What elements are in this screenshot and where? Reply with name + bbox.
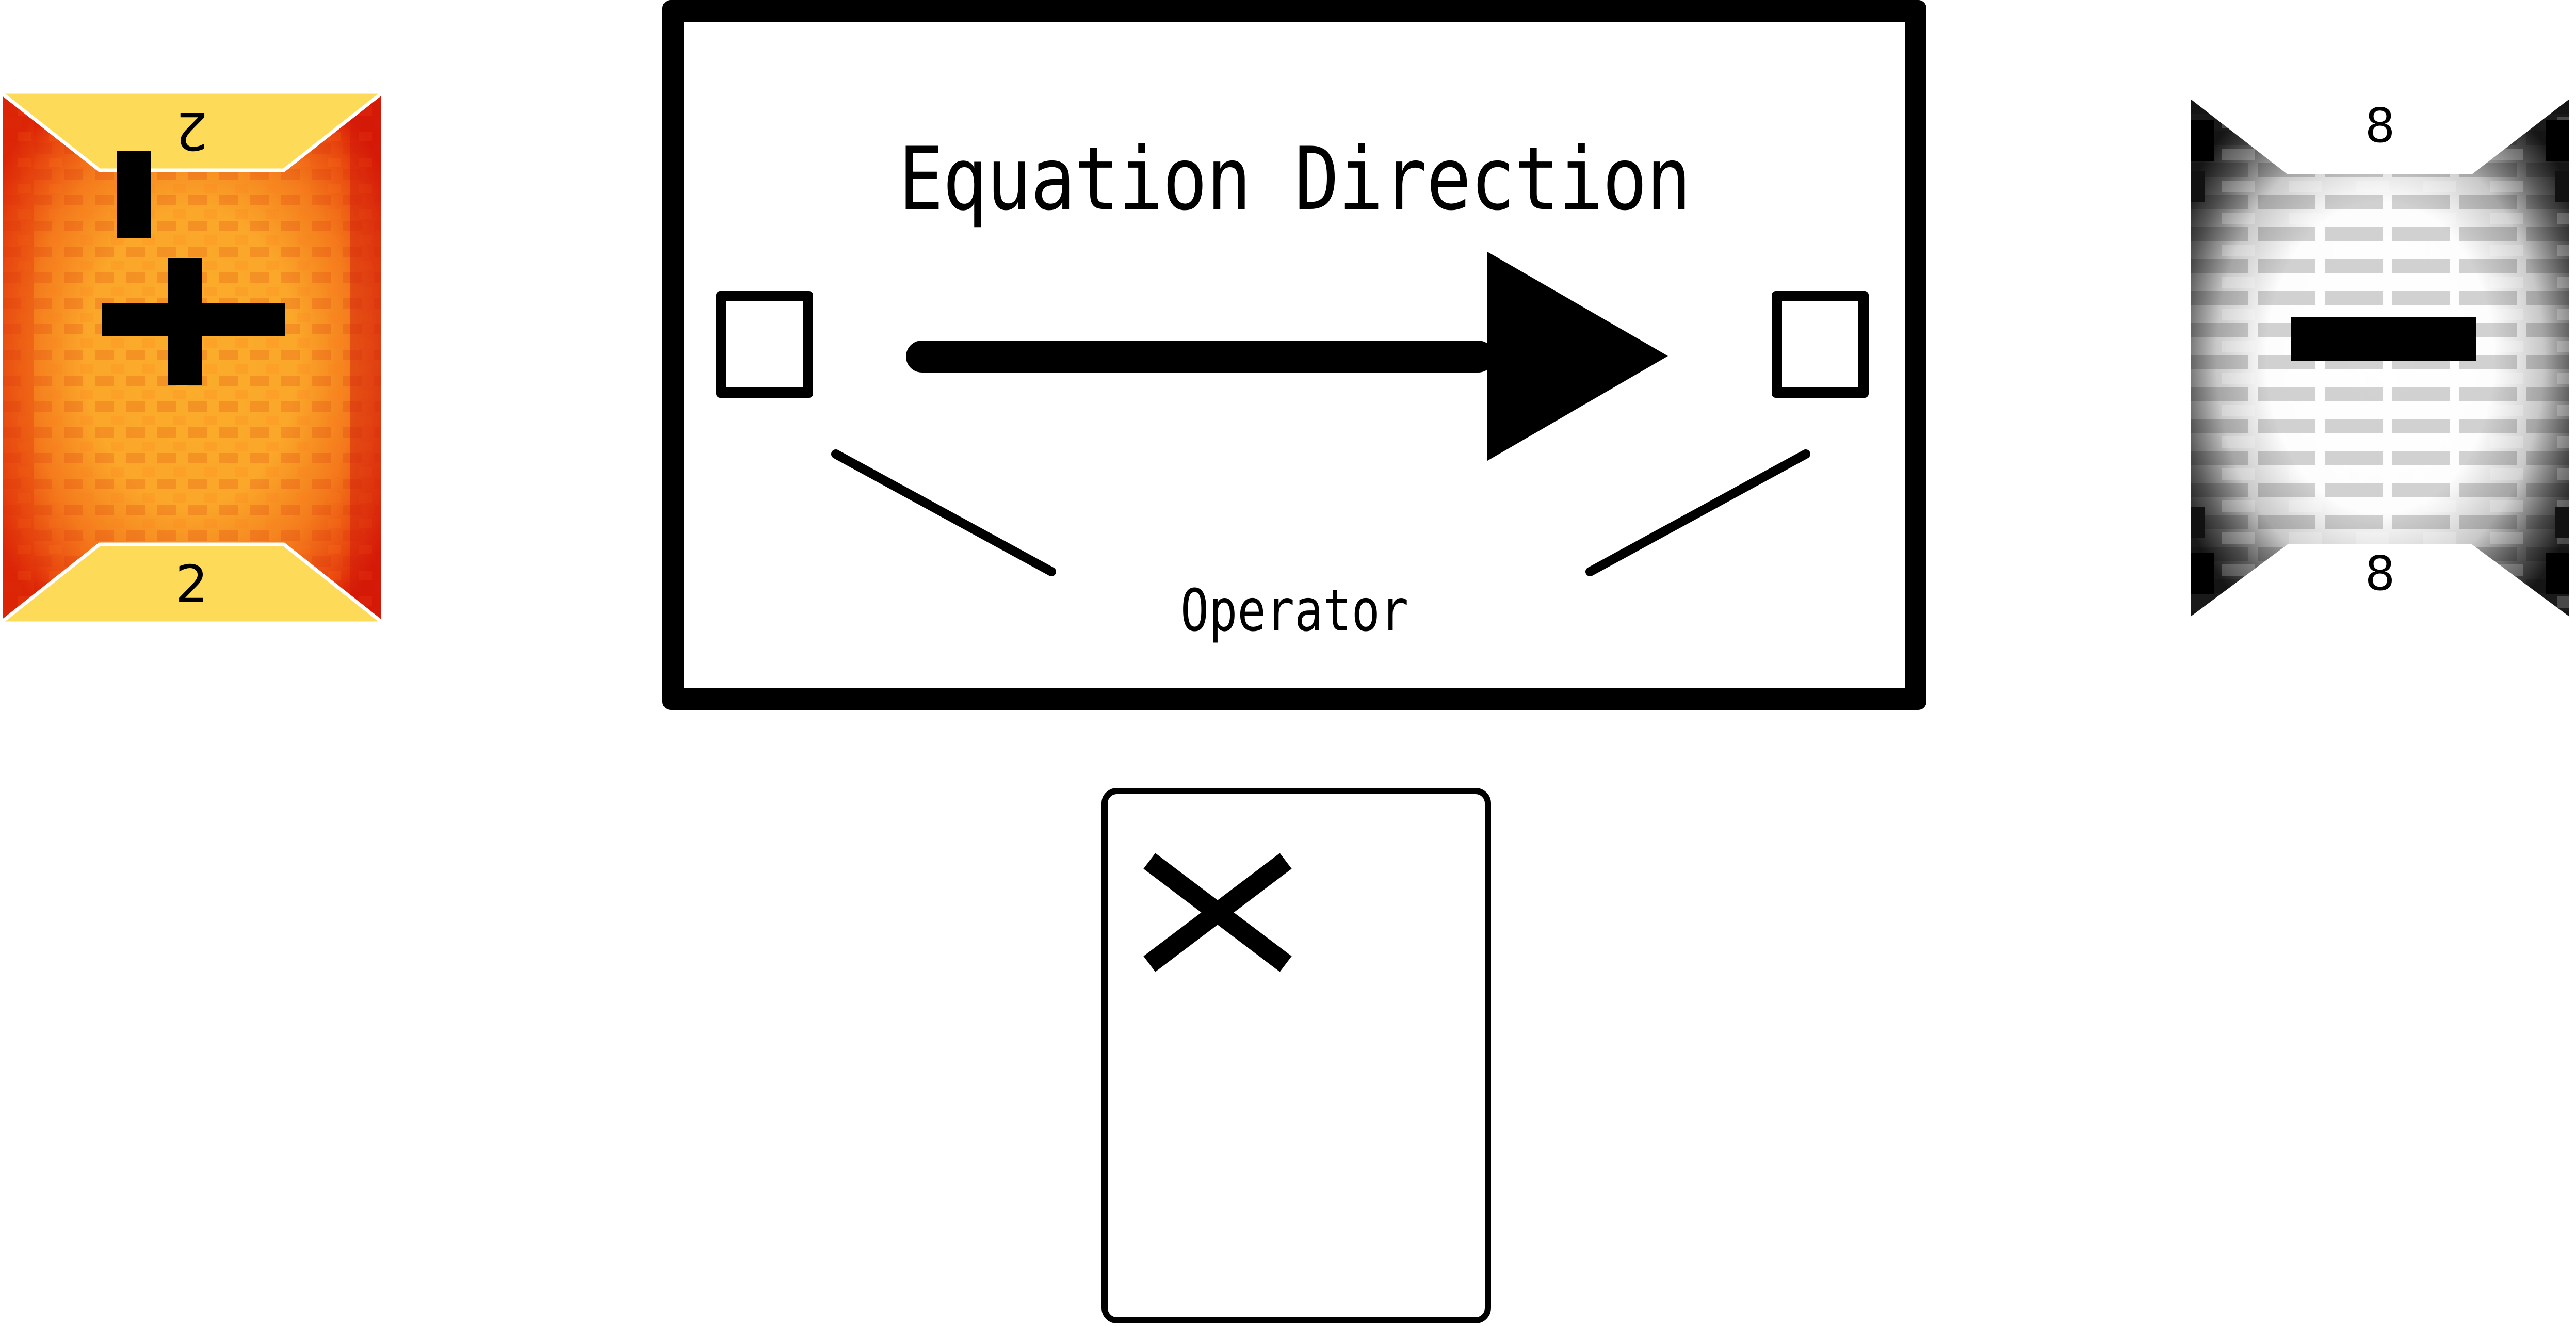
card-number-top: 8 bbox=[2364, 98, 2395, 153]
panel-graphics bbox=[831, 252, 1810, 576]
plus-operator-card[interactable]: 2 2 bbox=[3, 92, 381, 623]
left-connector-line bbox=[831, 449, 1056, 576]
card-number-top: 2 bbox=[175, 101, 208, 161]
right-operand-slot[interactable] bbox=[1772, 291, 1869, 398]
plus-icon bbox=[117, 151, 151, 238]
operator-label: Operator bbox=[1180, 577, 1409, 644]
minus-icon bbox=[2291, 317, 2476, 361]
multiply-operator-card[interactable] bbox=[1101, 788, 1491, 1323]
plus-icon bbox=[102, 258, 285, 385]
multiply-icon bbox=[1143, 853, 1292, 972]
left-operand-slot[interactable] bbox=[716, 291, 813, 398]
arrow-right-icon[interactable] bbox=[906, 252, 1668, 461]
equation-direction-panel: Equation Direction Operator bbox=[662, 0, 1926, 710]
right-connector-line bbox=[1585, 449, 1810, 576]
card-number-bottom: 2 bbox=[175, 554, 208, 615]
panel-title: Equation Direction bbox=[898, 128, 1691, 230]
card-number-bottom: 8 bbox=[2364, 546, 2395, 601]
minus-operator-card[interactable]: 8 8 bbox=[2191, 99, 2569, 617]
